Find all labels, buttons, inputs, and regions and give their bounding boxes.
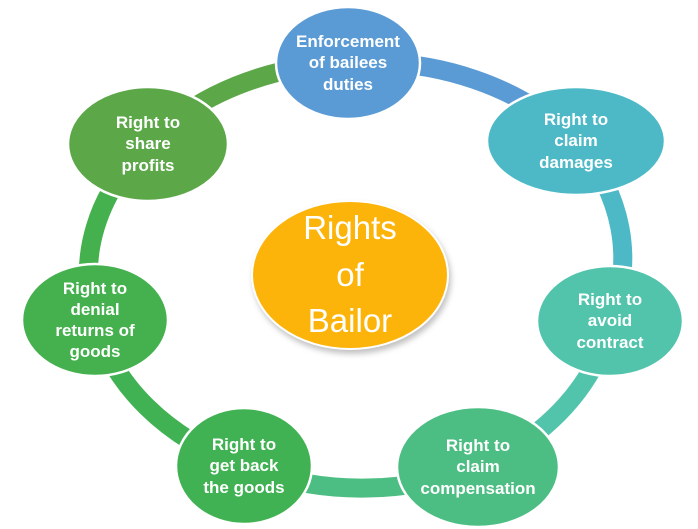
node-ellipse-right-to-get-back-the-goods: [174, 406, 314, 526]
center-ellipse-rights-of-bailor: [251, 200, 449, 350]
node-ellipse-right-to-avoid-contract: [535, 264, 685, 378]
node-ellipse-enforcement-of-bailees-duties: [274, 5, 422, 121]
node-ellipse-right-to-claim-damages: [485, 85, 667, 197]
node-ellipse-right-to-share-profits: [66, 85, 230, 203]
node-ellipse-right-to-denial-returns-of-goods: [20, 262, 170, 378]
node-ellipse-right-to-claim-compensation: [395, 405, 561, 529]
